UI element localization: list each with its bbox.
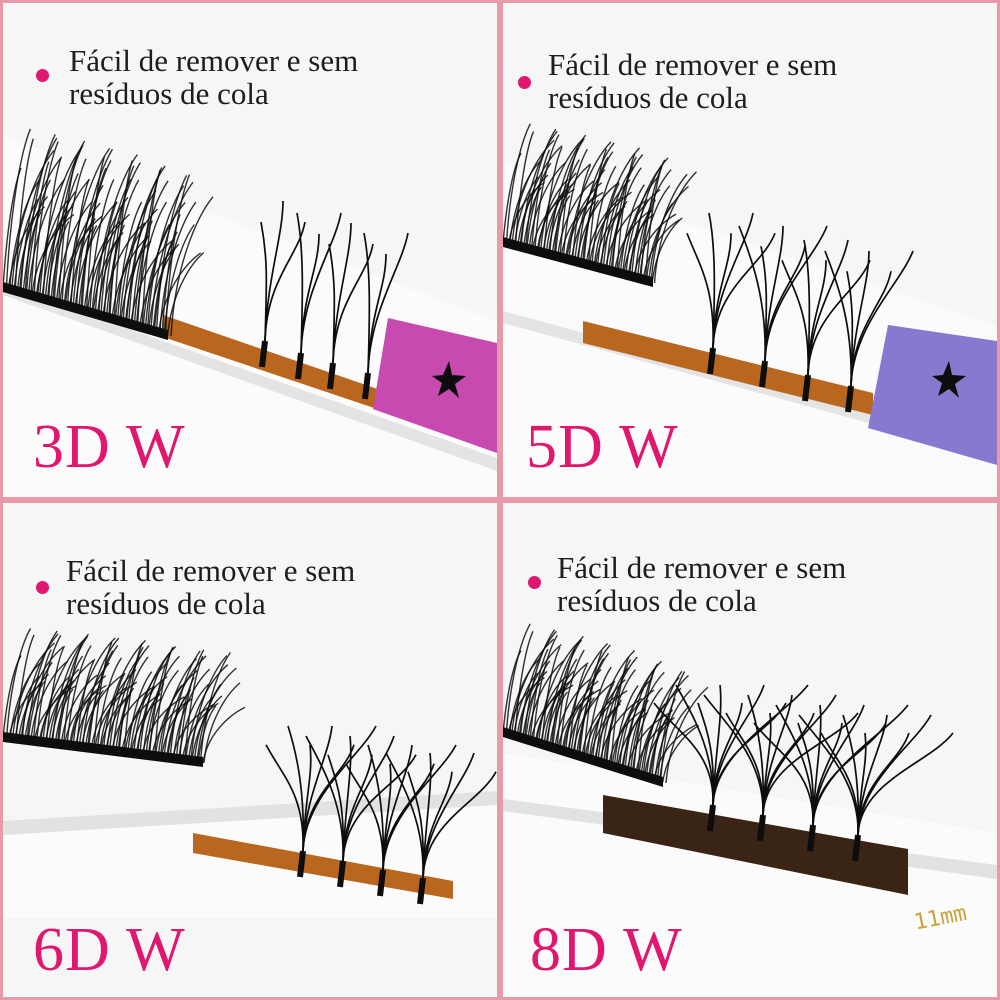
caption-line-1: Fácil de remover e sem (557, 550, 847, 585)
lash-strip-photo (3, 628, 497, 918)
product-label: 5D W (526, 413, 679, 481)
lash-strip-photo (503, 623, 997, 997)
lash-strip-photo (3, 128, 497, 497)
caption-line-2: resíduos de cola (548, 80, 748, 115)
bullet-dot (36, 581, 49, 594)
bullet-dot (518, 76, 531, 89)
product-label: 8D W (530, 916, 683, 984)
product-label: 3D W (33, 413, 186, 481)
caption-line-2: resíduos de cola (557, 583, 757, 618)
lash-strip-photo (503, 123, 997, 497)
caption-line-1: Fácil de remover e sem (66, 553, 356, 588)
caption: Fácil de remover e sem resíduos de cola (66, 554, 355, 620)
caption-line-1: Fácil de remover e sem (548, 47, 838, 82)
caption: Fácil de remover e sem resíduos de cola (557, 551, 846, 617)
caption: Fácil de remover e sem resíduos de cola (548, 48, 837, 114)
panel-3d-w: Fácil de remover e sem resíduos de cola … (3, 3, 497, 497)
caption-line-1: Fácil de remover e sem (69, 43, 359, 78)
caption-line-2: resíduos de cola (66, 586, 266, 621)
panel-8d-w: Fácil de remover e sem resíduos de cola … (503, 503, 997, 997)
bullet-dot (528, 576, 541, 589)
panel-6d-w: Fácil de remover e sem resíduos de cola … (3, 503, 497, 997)
caption: Fácil de remover e sem resíduos de cola (69, 44, 358, 110)
caption-line-2: resíduos de cola (69, 76, 269, 111)
bullet-dot (36, 69, 49, 82)
panel-5d-w: Fácil de remover e sem resíduos de cola … (503, 3, 997, 497)
product-label: 6D W (33, 916, 186, 984)
